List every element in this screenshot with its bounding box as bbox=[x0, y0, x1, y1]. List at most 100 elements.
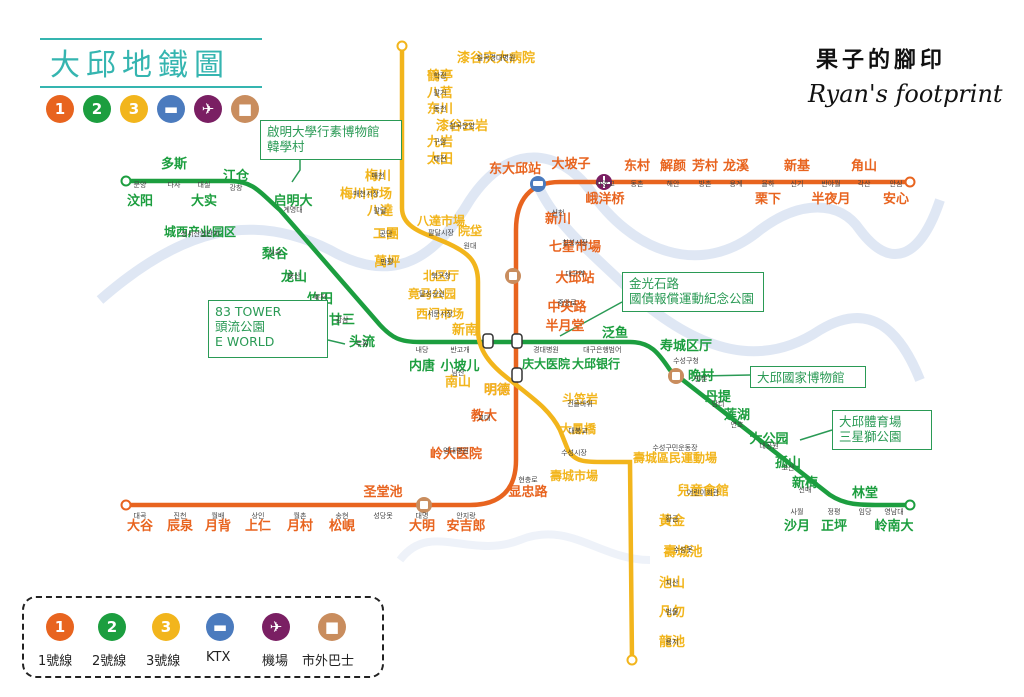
station-label[interactable]: 头流 bbox=[349, 334, 375, 350]
station-label[interactable]: 显忠路 bbox=[508, 484, 548, 500]
station-label[interactable]: 沙月 bbox=[784, 519, 810, 534]
station-label[interactable]: 圣堂池 bbox=[363, 484, 402, 500]
station-label[interactable]: 太田 bbox=[426, 151, 453, 167]
station-label[interactable]: 西门市场 bbox=[416, 306, 464, 321]
station-label[interactable]: 竟马公园 bbox=[407, 286, 456, 301]
station-korean-label: 남산 bbox=[452, 368, 465, 377]
station-label[interactable]: 壽城池 bbox=[663, 544, 702, 560]
station-korean-label: 학정 bbox=[434, 71, 447, 80]
station-label[interactable]: 新基 bbox=[784, 158, 811, 174]
station-label[interactable]: 大谷 bbox=[127, 518, 154, 534]
station-label[interactable]: 大鳳橋 bbox=[560, 421, 597, 436]
station-label[interactable]: 栗下 bbox=[755, 192, 781, 207]
station-label[interactable]: 寿城区厅 bbox=[660, 338, 712, 354]
station-label[interactable]: 七星市場 bbox=[549, 239, 601, 255]
station-label[interactable]: 小坡儿 bbox=[440, 358, 479, 374]
station-label[interactable]: 大邱站 bbox=[555, 270, 594, 286]
station-label[interactable]: 林堂 bbox=[852, 485, 878, 501]
station-korean-label: 대구역 bbox=[565, 269, 584, 278]
station-label[interactable]: 黃金 bbox=[658, 513, 686, 529]
station-label[interactable]: 南山 bbox=[445, 374, 471, 390]
page-title: 大邱地鐵圖 bbox=[50, 48, 230, 83]
station-label[interactable]: 大坡子 bbox=[551, 156, 590, 172]
station-label[interactable]: 安吉郎 bbox=[446, 518, 485, 534]
station-label[interactable]: 岭大医院 bbox=[430, 446, 482, 462]
station-label[interactable]: 峨洋桥 bbox=[585, 191, 625, 207]
station-label[interactable]: 壽城市場 bbox=[550, 468, 598, 483]
station-korean-label: 문양 bbox=[134, 181, 147, 189]
station-label[interactable]: 龙山 bbox=[281, 269, 307, 285]
station-label[interactable]: 池山 bbox=[659, 575, 685, 591]
station-label[interactable]: 北区厅 bbox=[423, 268, 459, 283]
river-path-3 bbox=[396, 530, 651, 564]
station-label[interactable]: 启明大 bbox=[273, 193, 312, 209]
legend-airport-label: 機場 bbox=[262, 654, 289, 669]
station-label[interactable]: 龍池 bbox=[659, 634, 685, 650]
station-label[interactable]: 芳村 bbox=[692, 158, 718, 174]
station-label[interactable]: 江仓 bbox=[223, 168, 250, 184]
station-label[interactable]: 大邱银行 bbox=[572, 356, 620, 371]
station-label[interactable]: 明德 bbox=[484, 382, 510, 398]
station-label[interactable]: 九岩 bbox=[426, 134, 453, 150]
station-label[interactable]: 安心 bbox=[883, 191, 909, 207]
station-label[interactable]: 汶阳 bbox=[127, 193, 153, 209]
bus-icon bbox=[505, 268, 521, 284]
station-label[interactable]: 梨谷 bbox=[261, 246, 289, 262]
station-label[interactable]: 大明 bbox=[409, 518, 435, 534]
station-label[interactable]: 八達市場 bbox=[416, 213, 465, 228]
station-label[interactable]: 丹提 bbox=[705, 389, 732, 405]
station-label[interactable]: 松峴 bbox=[329, 518, 355, 534]
station-label[interactable]: 半月堂 bbox=[545, 318, 584, 334]
station-label[interactable]: 庆大医院 bbox=[521, 356, 570, 371]
station-label[interactable]: 漆谷庆大病院 bbox=[457, 50, 535, 66]
station-label[interactable]: 八達 bbox=[366, 203, 393, 219]
station-label[interactable]: 凡勿 bbox=[659, 604, 685, 620]
legend-line1-label: 1號線 bbox=[38, 654, 73, 669]
callout-keimyung: 啟明大學行素博物館 韓學村 bbox=[260, 120, 402, 160]
station-label[interactable]: 东村 bbox=[624, 158, 650, 174]
station-label[interactable]: 新梅 bbox=[792, 475, 818, 491]
station-label[interactable]: 半夜月 bbox=[811, 191, 850, 207]
station-label[interactable]: 八莒 bbox=[426, 85, 453, 101]
station-label[interactable]: 东大邱站 bbox=[489, 161, 541, 177]
station-label[interactable]: 甘三 bbox=[329, 312, 355, 328]
station-korean-label: 해안 bbox=[667, 179, 680, 188]
station-label[interactable]: 岭南大 bbox=[874, 518, 913, 534]
station-label[interactable]: 多斯 bbox=[161, 156, 187, 172]
station-label[interactable]: 晩村 bbox=[688, 368, 714, 384]
station-label[interactable]: 鶴亭 bbox=[427, 68, 453, 84]
station-label[interactable]: 辰泉 bbox=[167, 518, 194, 534]
station-label[interactable]: 角山 bbox=[851, 158, 877, 174]
station-label[interactable]: 正坪 bbox=[821, 519, 847, 534]
station-label[interactable]: 院垈 bbox=[458, 223, 482, 238]
station-label[interactable]: 东川 bbox=[427, 101, 453, 117]
station-label[interactable]: 教大 bbox=[470, 408, 497, 424]
airplane-icon: ✈ bbox=[194, 95, 222, 123]
station-label[interactable]: 梅川 bbox=[365, 168, 391, 184]
callout-connector bbox=[699, 374, 751, 377]
station-label[interactable]: 解颜 bbox=[659, 158, 686, 174]
station-label[interactable]: 内唐 bbox=[409, 358, 435, 374]
station-label[interactable]: 泛鱼 bbox=[602, 325, 628, 341]
station-label[interactable]: 梅川市场 bbox=[340, 186, 392, 202]
station-label[interactable]: 城西产业园区 bbox=[164, 224, 236, 239]
station-label[interactable]: 兒童會館 bbox=[677, 483, 729, 499]
station-label[interactable]: 上仁 bbox=[245, 518, 271, 534]
station-label[interactable]: 壽城區民運動場 bbox=[633, 450, 717, 465]
station-label[interactable]: 萬坪 bbox=[374, 254, 400, 270]
station-label[interactable]: 大实 bbox=[191, 193, 217, 209]
station-label[interactable]: 斗笠岩 bbox=[562, 391, 598, 406]
station-label[interactable]: 孤山 bbox=[775, 455, 801, 471]
station-label[interactable]: 月背 bbox=[204, 518, 231, 534]
station-label[interactable]: 工團 bbox=[373, 227, 399, 242]
station-label[interactable]: 新川 bbox=[545, 211, 571, 227]
station-label[interactable]: 月村 bbox=[286, 518, 313, 534]
station-label[interactable]: 中央路 bbox=[547, 299, 587, 315]
station-label[interactable]: 莲湖 bbox=[724, 407, 750, 423]
station-label[interactable]: 龙溪 bbox=[723, 158, 750, 174]
station-label[interactable]: 明德 bbox=[484, 382, 510, 398]
station-label[interactable]: 大公园 bbox=[749, 431, 788, 447]
station-label[interactable]: 新南 bbox=[452, 322, 478, 338]
station-label[interactable]: 漆谷云岩 bbox=[436, 118, 488, 134]
